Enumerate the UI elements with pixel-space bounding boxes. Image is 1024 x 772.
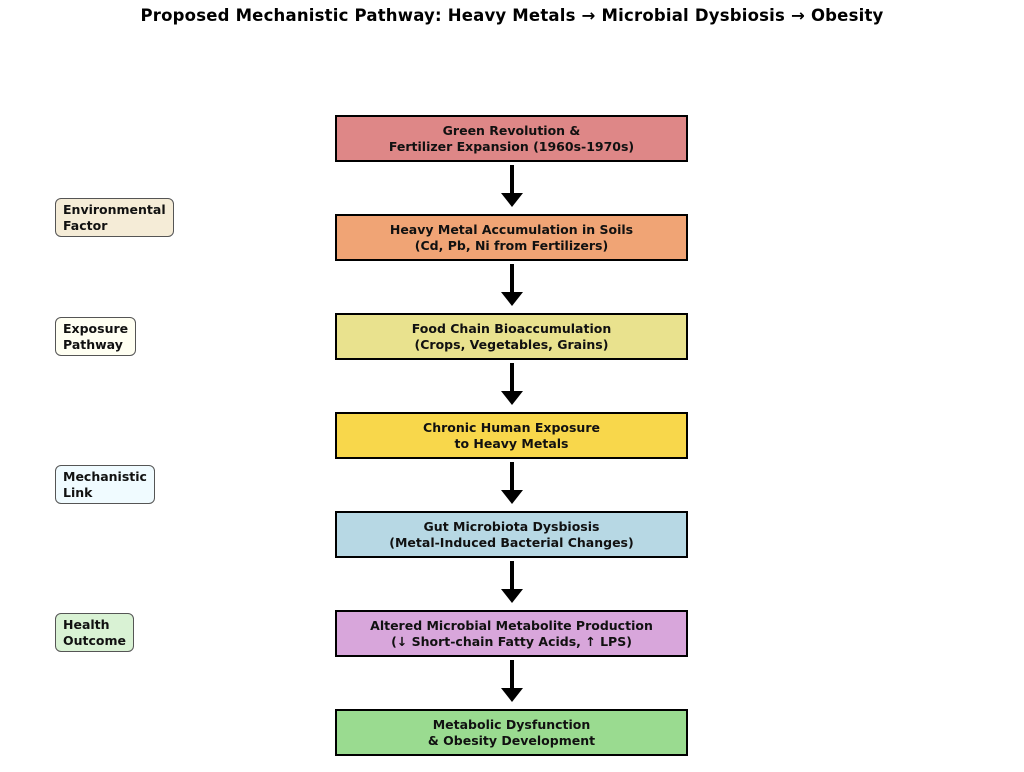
flow-box-line2: (Crops, Vegetables, Grains) xyxy=(414,336,609,352)
page-title: Proposed Mechanistic Pathway: Heavy Meta… xyxy=(140,6,884,25)
flow-box-line1: Chronic Human Exposure xyxy=(423,419,600,435)
flow-box-line2: (↓ Short-chain Fatty Acids, ↑ LPS) xyxy=(391,633,632,649)
down-arrow-icon xyxy=(500,165,523,207)
flow-box-metabolic-dysfunction: Metabolic Dysfunction & Obesity Developm… xyxy=(335,709,688,756)
side-label-line1: Health xyxy=(63,617,110,632)
flow-box-line2: (Cd, Pb, Ni from Fertilizers) xyxy=(414,237,609,253)
flow-box-green-revolution: Green Revolution & Fertilizer Expansion … xyxy=(335,115,688,162)
side-label-line2: Pathway xyxy=(63,336,123,352)
side-label-line1: Exposure xyxy=(63,321,129,336)
down-arrow-icon xyxy=(500,462,523,504)
flow-box-line1: Gut Microbiota Dysbiosis xyxy=(423,518,600,534)
flow-box-line1: Heavy Metal Accumulation in Soils xyxy=(389,221,634,237)
side-label-line1: Mechanistic xyxy=(63,469,147,484)
flow-box-altered-metabolite-production: Altered Microbial Metabolite Production … xyxy=(335,610,688,657)
flow-box-line1: Metabolic Dysfunction xyxy=(432,716,591,732)
down-arrow-icon xyxy=(500,561,523,603)
flow-box-line2: to Heavy Metals xyxy=(454,435,569,451)
flow-box-line1: Altered Microbial Metabolite Production xyxy=(370,617,653,633)
flow-box-line1: Food Chain Bioaccumulation xyxy=(411,320,612,336)
flow-box-line2: & Obesity Development xyxy=(427,732,596,748)
down-arrow-icon xyxy=(500,363,523,405)
flow-box-heavy-metal-accumulation: Heavy Metal Accumulation in Soils (Cd, P… xyxy=(335,214,688,261)
side-label-mechanistic-link: Mechanistic Link xyxy=(55,465,155,504)
flow-box-food-chain-bioaccumulation: Food Chain Bioaccumulation (Crops, Veget… xyxy=(335,313,688,360)
down-arrow-icon xyxy=(500,660,523,702)
down-arrow-icon xyxy=(500,264,523,306)
side-label-health-outcome: Health Outcome xyxy=(55,613,135,652)
flow-box-line2: (Metal-Induced Bacterial Changes) xyxy=(389,534,634,550)
flow-box-line2: Fertilizer Expansion (1960s-1970s) xyxy=(388,138,635,154)
side-label-line1: Environmental xyxy=(63,202,166,217)
side-label-exposure-pathway: Exposure Pathway xyxy=(55,317,137,356)
side-label-environmental-factor: Environmental Factor xyxy=(55,198,174,237)
side-label-line2: Factor xyxy=(63,217,108,233)
flow-box-chronic-human-exposure: Chronic Human Exposure to Heavy Metals xyxy=(335,412,688,459)
side-label-line2: Link xyxy=(63,484,93,500)
flow-box-line1: Green Revolution & xyxy=(442,122,581,138)
flow-box-gut-microbiota-dysbiosis: Gut Microbiota Dysbiosis (Metal-Induced … xyxy=(335,511,688,558)
side-label-line2: Outcome xyxy=(63,632,127,648)
